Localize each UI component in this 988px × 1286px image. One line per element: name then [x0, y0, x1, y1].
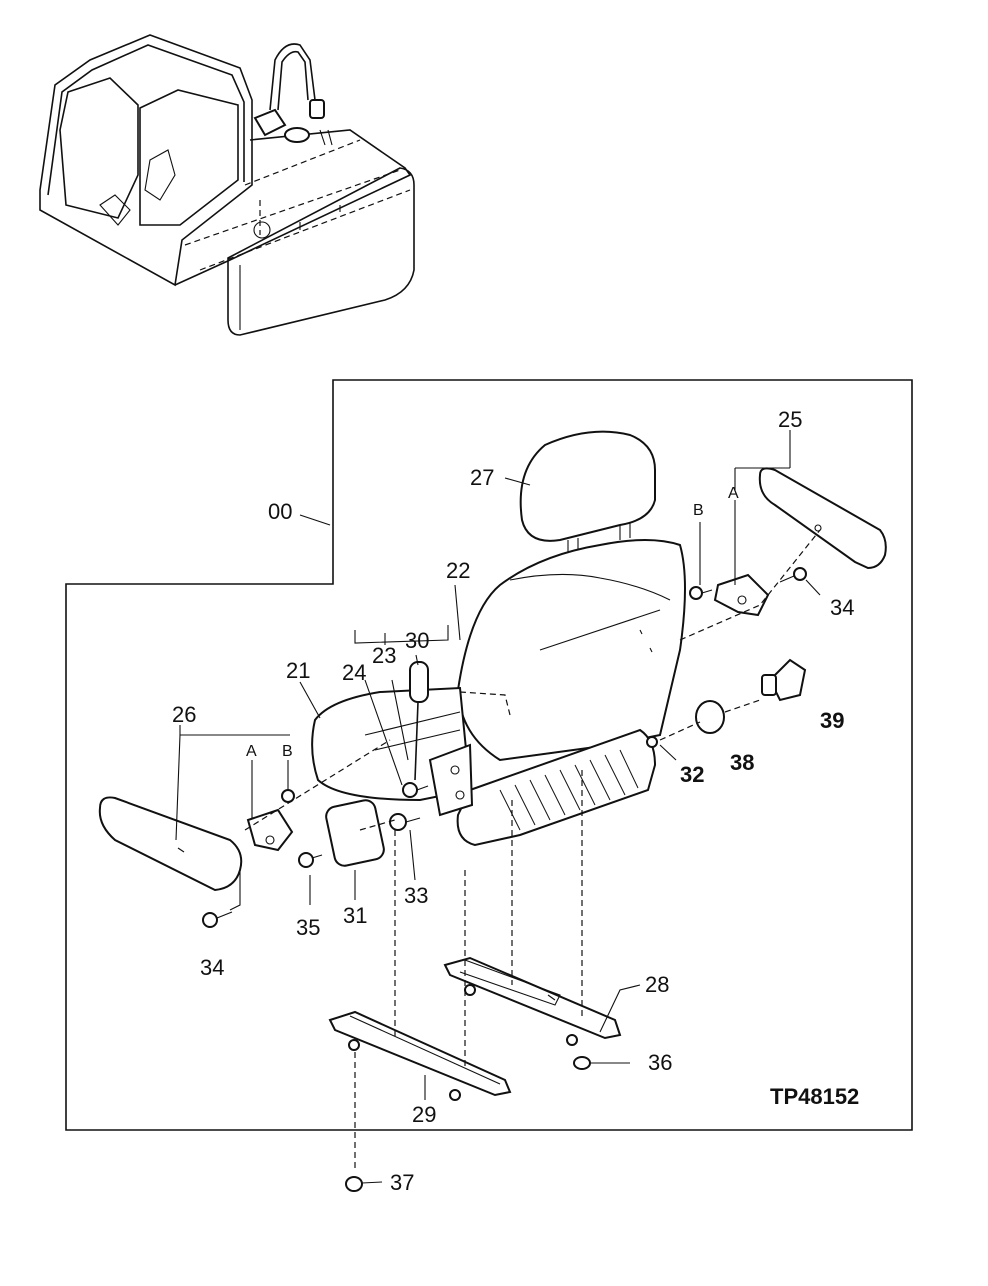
callout-32: 32	[680, 762, 704, 787]
left-rail	[328, 1010, 512, 1097]
callout-23: 23	[372, 643, 396, 668]
cap	[695, 700, 725, 734]
callout-39: 39	[820, 708, 844, 733]
callout-25: 25	[778, 407, 802, 432]
assembly-frame	[65, 379, 913, 1131]
callout-36: 36	[648, 1050, 672, 1075]
seat-base	[456, 728, 657, 847]
left-armrest	[98, 796, 243, 892]
callout-30: 30	[405, 628, 429, 653]
assembly-label: 00	[268, 499, 292, 524]
backrest	[456, 539, 686, 762]
right-rail	[443, 956, 622, 1040]
knob	[761, 658, 807, 702]
seat-rails	[328, 770, 630, 1192]
cab-overview-inset	[39, 34, 415, 336]
right-armrest	[758, 467, 887, 570]
callout-24: 24	[342, 660, 366, 685]
seat-cushion	[311, 686, 472, 802]
branch-letter-b-right: B	[693, 502, 704, 519]
back-pad	[325, 799, 385, 867]
right-armrest-group	[679, 467, 887, 641]
callout-26: 26	[172, 702, 196, 727]
callout-31: 31	[343, 903, 367, 928]
callout-35: 35	[296, 915, 320, 940]
callout-29: 29	[412, 1102, 436, 1127]
callout-38: 38	[730, 750, 754, 775]
callout-21: 21	[286, 658, 310, 683]
branch-letter-b-left: B	[282, 743, 293, 760]
branch-letter-a-right: A	[728, 485, 739, 502]
callout-33: 33	[404, 883, 428, 908]
callout-34-left: 34	[200, 955, 224, 980]
callout-28: 28	[645, 972, 669, 997]
callout-22: 22	[446, 558, 470, 583]
left-armrest-group	[98, 739, 391, 928]
seat-assembly	[311, 430, 686, 847]
callout-34-right: 34	[830, 595, 854, 620]
lever-knob	[409, 661, 429, 703]
headrest	[519, 430, 656, 542]
leader-lines	[175, 430, 821, 1100]
figure-reference: TP48152	[770, 1084, 859, 1109]
branch-letter-a-left: A	[246, 743, 257, 760]
callout-27: 27	[470, 465, 494, 490]
callout-37: 37	[390, 1170, 414, 1195]
